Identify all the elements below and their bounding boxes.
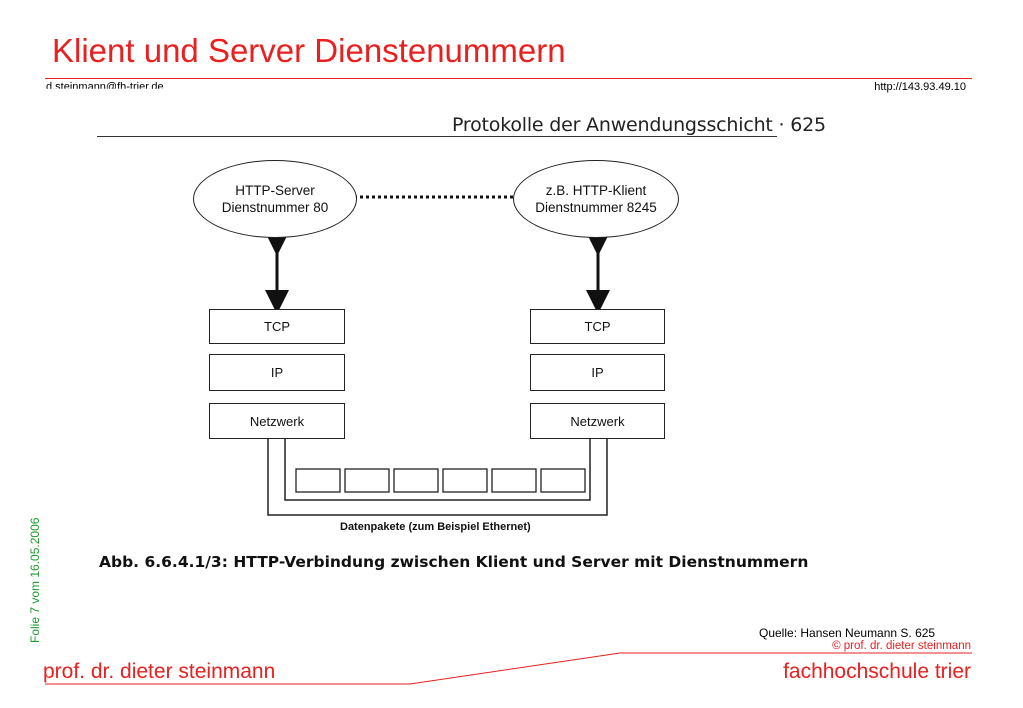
data-packets — [295, 468, 586, 493]
footer-institution: fachhochschule trier — [783, 660, 971, 683]
packet — [393, 468, 439, 493]
left-ip-layer: IP — [209, 354, 345, 391]
server-port: Dienstnummer 80 — [221, 200, 329, 215]
server-label: HTTP-Server — [235, 183, 315, 198]
figure-caption: Abb. 6.6.4.1/3: HTTP-Verbindung zwischen… — [99, 553, 809, 571]
source-note: Quelle: Hansen Neumann S. 625 — [759, 626, 936, 640]
left-network-layer: Netzwerk — [209, 403, 345, 439]
slide-title: Klient und Server Dienstenummern — [52, 32, 566, 69]
right-ip-layer: IP — [530, 354, 665, 391]
client-label: z.B. HTTP-Klient — [545, 183, 647, 198]
bus-label: Datenpakete (zum Beispiel Ethernet) — [340, 521, 531, 533]
packet — [442, 468, 488, 493]
http-server-node: HTTP-Server Dienstnummer 80 — [193, 160, 357, 238]
packet — [540, 468, 586, 493]
copyright-note: © prof. dr. dieter steinmann — [832, 640, 971, 652]
http-client-node: z.B. HTTP-Klient Dienstnummer 8245 — [513, 160, 679, 238]
book-page-header: Protokolle der Anwendungsschicht · 625 — [452, 114, 826, 136]
packet — [344, 468, 390, 493]
book-header-rule — [97, 136, 777, 137]
right-tcp-layer: TCP — [530, 309, 665, 344]
bus-outer — [267, 438, 608, 516]
packet — [491, 468, 537, 493]
client-port: Dienstnummer 8245 — [535, 200, 657, 215]
footer-author: prof. dr. dieter steinmann — [43, 660, 276, 683]
author-email: d.steinmann@fh-trier.de — [46, 81, 164, 93]
packet — [295, 468, 341, 493]
right-network-layer: Netzwerk — [530, 403, 665, 439]
left-tcp-layer: TCP — [209, 309, 345, 344]
bus-inner — [284, 438, 591, 501]
header-url: http://143.93.49.10 — [874, 81, 966, 93]
header-divider — [45, 78, 972, 79]
